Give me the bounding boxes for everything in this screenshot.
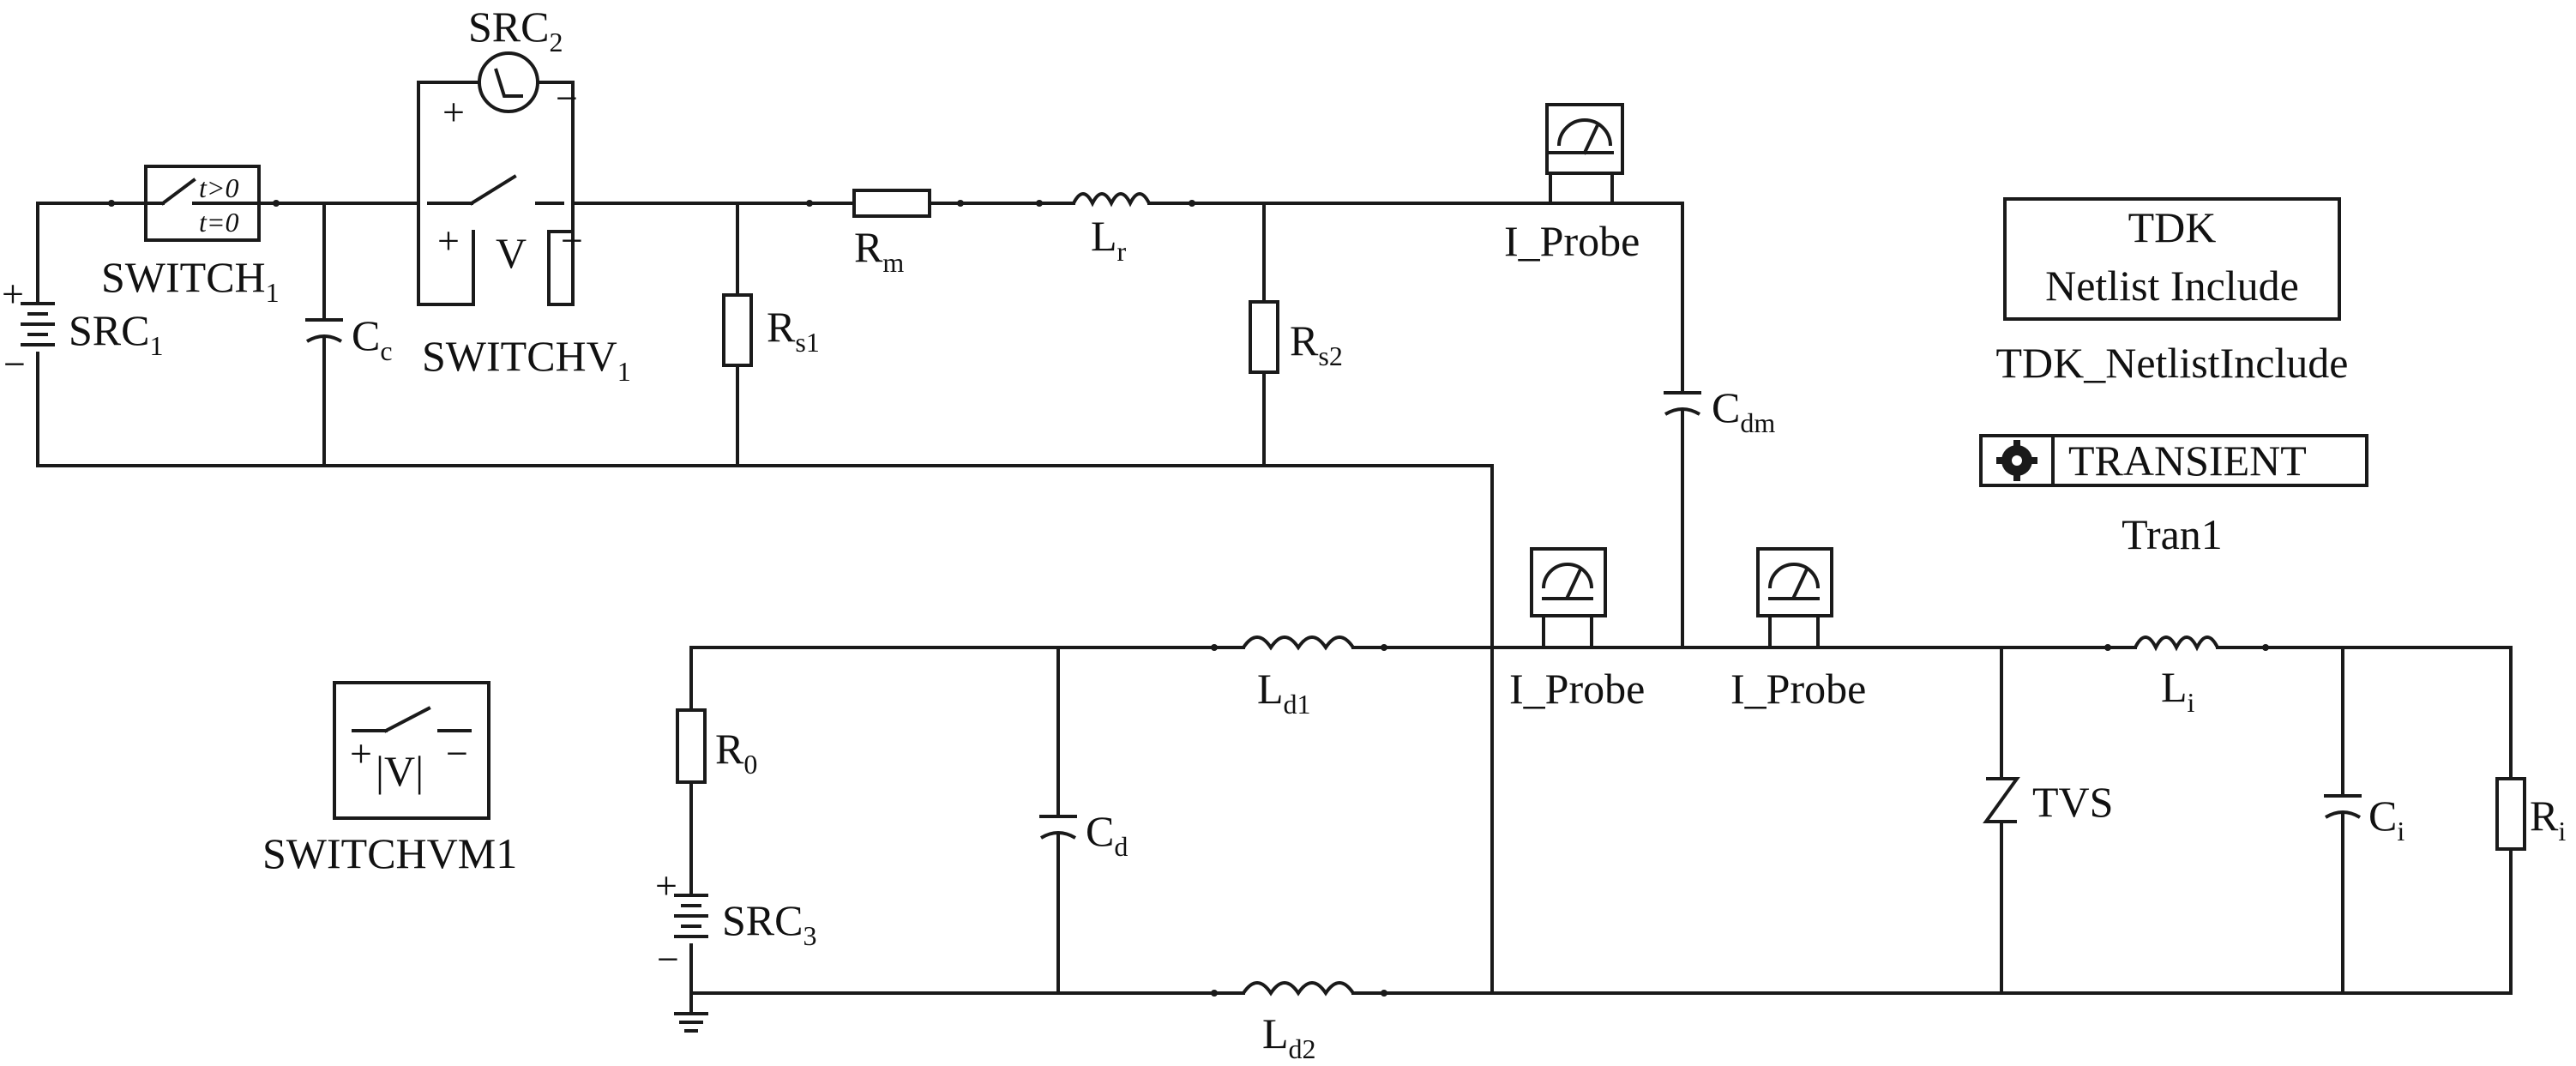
switch1-label: SWITCH1	[101, 253, 280, 308]
cd-label: Cd	[1086, 807, 1128, 862]
tvs-diode[interactable]	[1983, 777, 2020, 823]
switchvm1-minus-sign: −	[446, 732, 468, 775]
src1-battery[interactable]	[21, 302, 55, 346]
ld1-inductor[interactable]	[1233, 635, 1365, 651]
probe-top-label: I_Probe	[1504, 217, 1640, 265]
switchvm1-label: SWITCHVM1	[262, 829, 517, 877]
ld2-inductor[interactable]	[1233, 981, 1365, 997]
switch1-open-time: t>0	[199, 172, 238, 203]
cdm-label: Cdm	[1712, 383, 1775, 438]
rs2-label: Rs2	[1290, 316, 1343, 371]
cc-label: Cc	[352, 311, 393, 366]
r0-label: R0	[715, 725, 757, 780]
switchv1-minus-sign: −	[561, 219, 583, 262]
li-inductor[interactable]	[2125, 635, 2231, 652]
switchv1-inner-label: V	[496, 229, 527, 277]
src2-plus-sign: +	[442, 90, 465, 134]
src3-label: SRC3	[722, 896, 817, 951]
r0-resistor[interactable]	[676, 708, 707, 784]
src3-battery[interactable]	[674, 894, 708, 938]
switchv1-plus-sign: +	[437, 219, 460, 262]
cd-capacitor[interactable]	[1039, 815, 1077, 840]
tvs-label: TVS	[2032, 778, 2113, 826]
src1-label: SRC1	[69, 306, 164, 361]
src3-plus-sign: +	[655, 864, 677, 907]
cc-capacitor[interactable]	[305, 318, 343, 343]
ci-capacitor[interactable]	[2324, 794, 2362, 819]
rs2-resistor[interactable]	[1249, 300, 1279, 374]
src2-ac-source[interactable]	[478, 51, 539, 113]
current-probe-left[interactable]	[1530, 547, 1607, 617]
ld1-label: Ld1	[1257, 665, 1311, 720]
ri-label: Ri	[2530, 792, 2566, 846]
li-label: Li	[2161, 663, 2195, 718]
src1-minus-sign: −	[3, 342, 26, 386]
rm-label: Rm	[854, 223, 904, 278]
switchvm1-inner-label: |V|	[376, 747, 424, 795]
netlist-include-box[interactable]	[2003, 197, 2341, 321]
src2-label: SRC2	[468, 3, 563, 57]
ground-symbol	[674, 1012, 708, 1033]
current-probe-top[interactable]	[1545, 103, 1624, 175]
switch1-close-time: t=0	[199, 207, 238, 238]
src1-plus-sign: +	[2, 272, 24, 316]
pin-markers	[108, 200, 2269, 997]
probe-right-label: I_Probe	[1730, 665, 1866, 713]
switchvm1-symbol[interactable]	[333, 681, 491, 820]
ld2-label: Ld2	[1262, 1009, 1316, 1064]
ri-resistor[interactable]	[2495, 777, 2526, 851]
switchv1-voltage-switch[interactable]	[427, 174, 573, 306]
src3-minus-sign: −	[657, 937, 679, 981]
transient-box-label: TRANSIENT	[2068, 437, 2307, 485]
cdm-capacitor[interactable]	[1664, 391, 1701, 416]
netlist-name: TDK_NetlistInclude	[1995, 339, 2348, 387]
rm-resistor[interactable]	[852, 189, 931, 218]
switch1-timed-switch[interactable]: t>0 t=0	[144, 165, 261, 242]
lr-inductor[interactable]	[1072, 192, 1151, 208]
transient-name: Tran1	[2122, 510, 2223, 558]
current-probe-right[interactable]	[1756, 547, 1833, 617]
wires	[36, 81, 2513, 1014]
src2-minus-sign: −	[556, 76, 578, 120]
transient-analysis-box[interactable]	[1979, 434, 2368, 487]
rs1-resistor[interactable]	[722, 293, 753, 367]
netlist-line2: Netlist Include	[2045, 262, 2299, 310]
probe-left-label: I_Probe	[1509, 665, 1645, 713]
netlist-line1: TDK	[2128, 203, 2217, 251]
switchvm1-plus-sign: +	[350, 732, 372, 775]
switchv1-label: SWITCHV1	[422, 332, 631, 387]
ci-label: Ci	[2368, 792, 2404, 846]
lr-label: Lr	[1091, 212, 1127, 267]
rs1-label: Rs1	[767, 303, 820, 358]
gear-icon	[1996, 440, 2037, 481]
